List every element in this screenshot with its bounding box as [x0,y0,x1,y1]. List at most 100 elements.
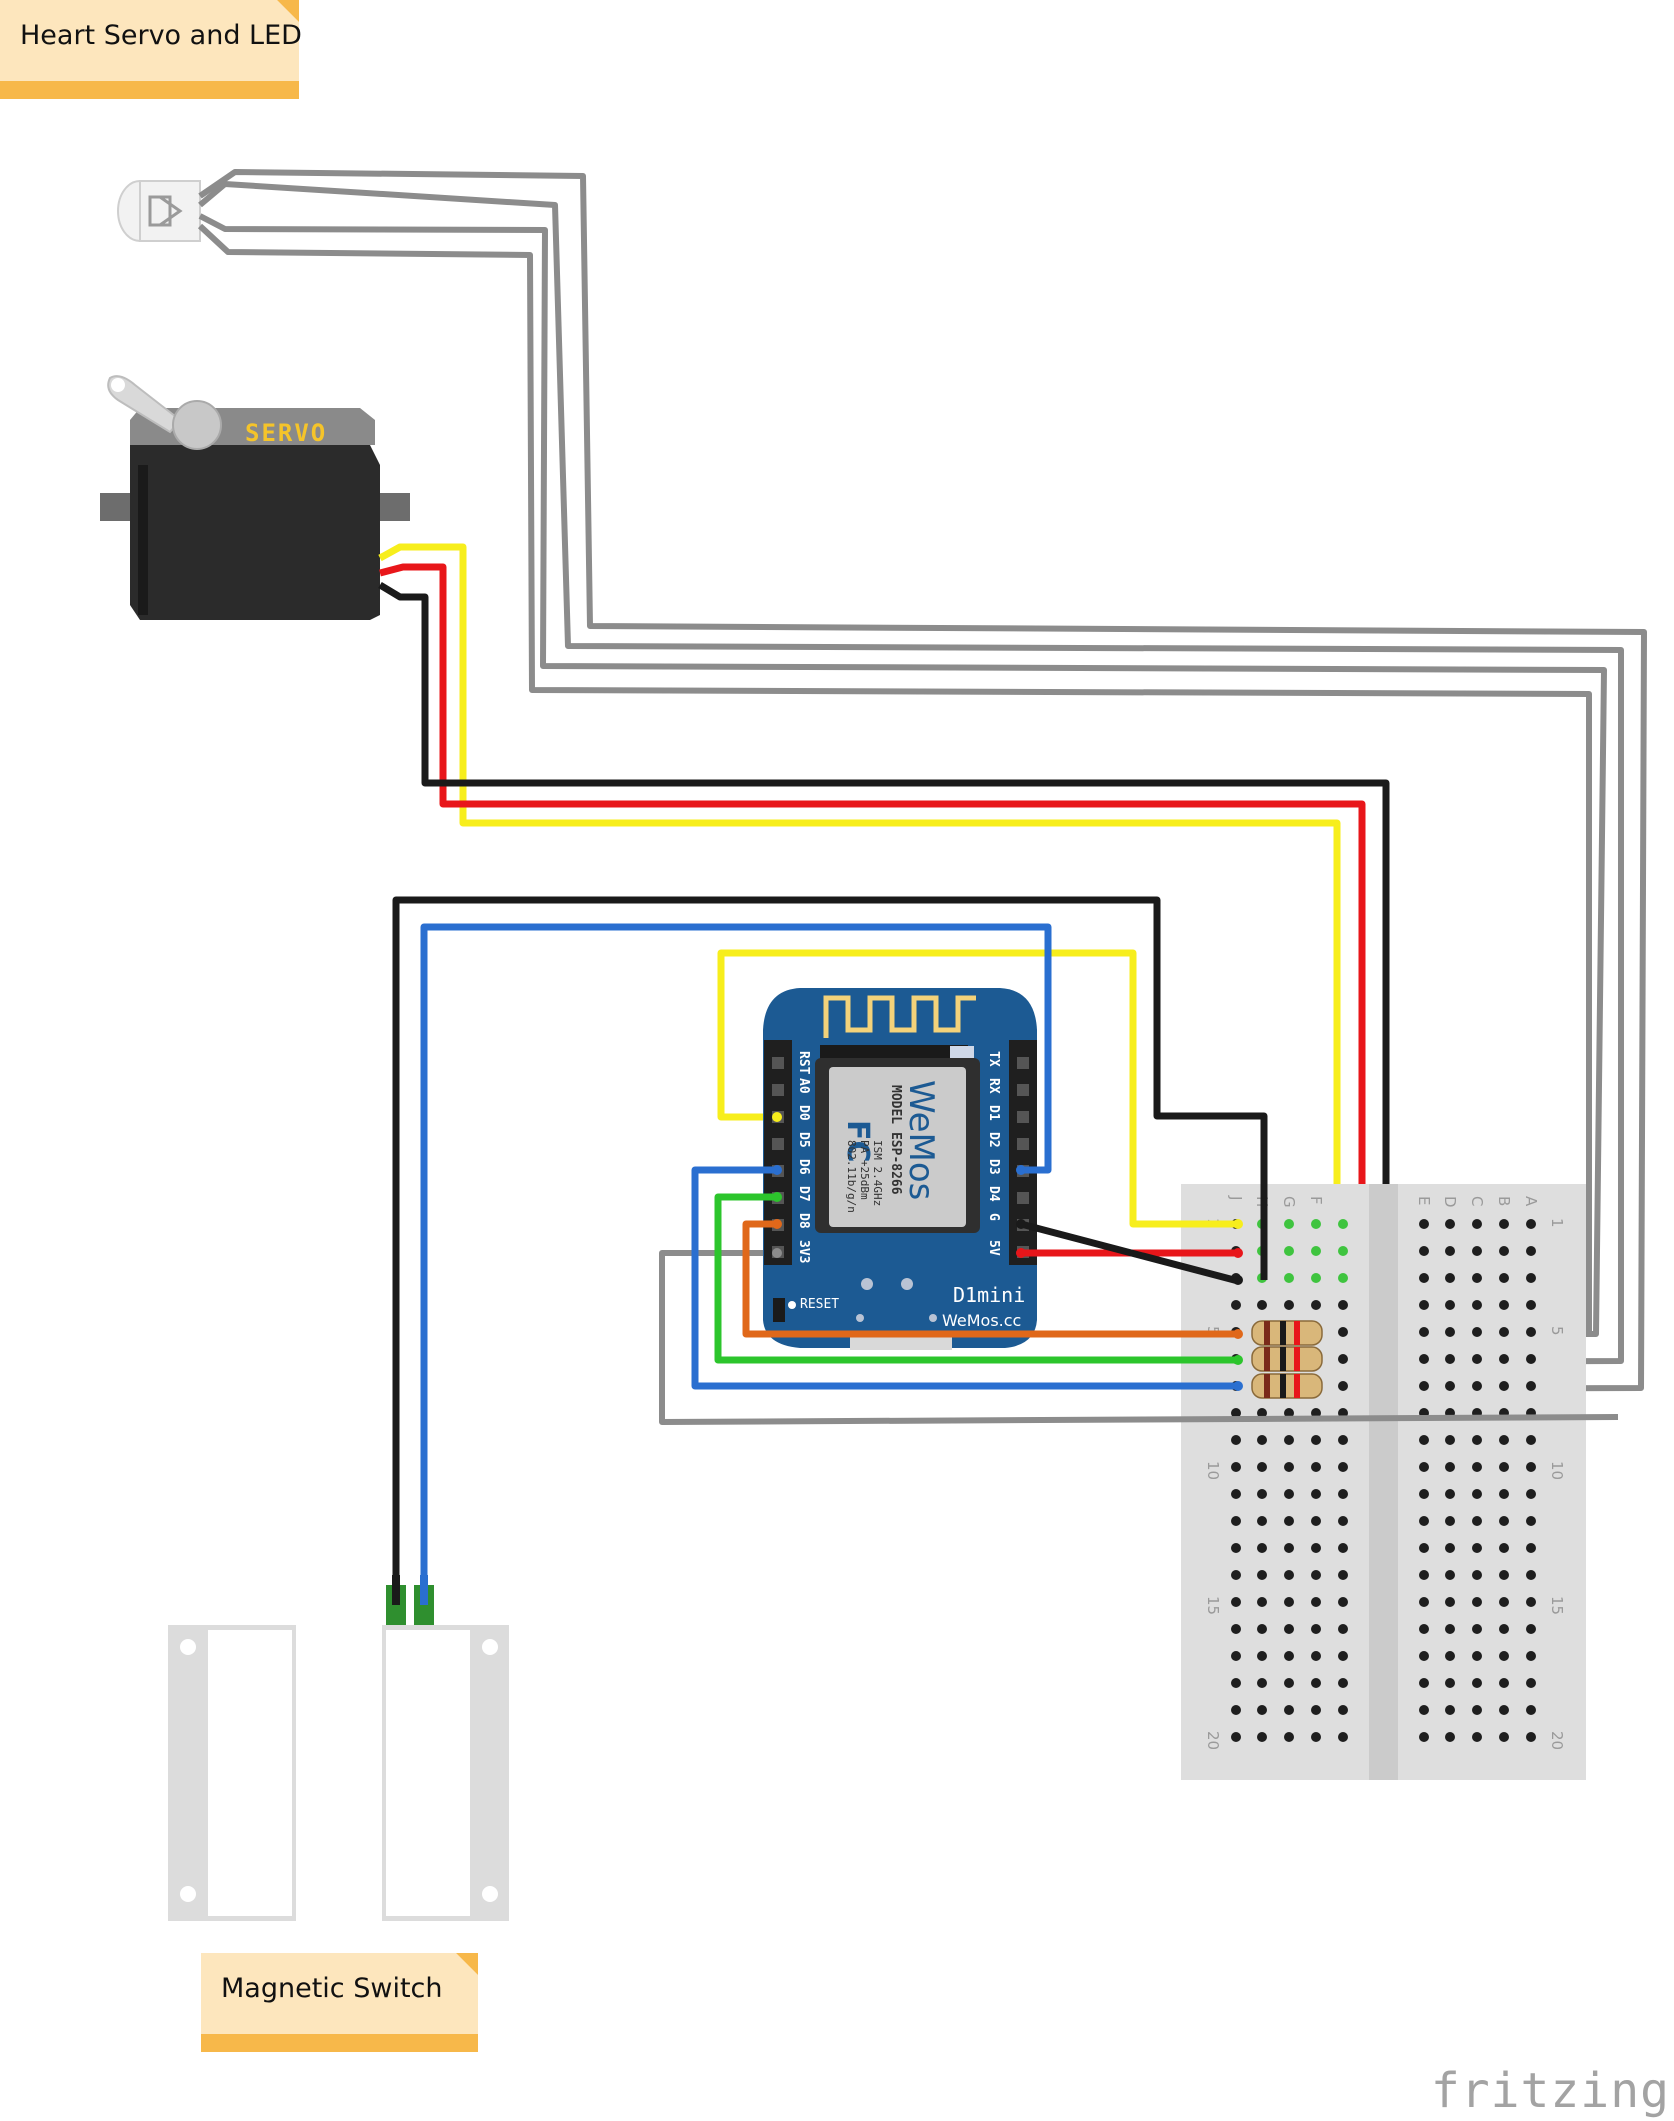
breadboard-hole [1284,1273,1294,1283]
breadboard-hole [1526,1705,1536,1715]
right-pin-label: D3 [986,1159,1001,1175]
breadboard-column-label: A [1522,1196,1540,1207]
breadboard-hole [1445,1570,1455,1580]
breadboard-hole [1311,1651,1321,1661]
breadboard-hole [1257,1624,1267,1634]
breadboard-hole [1472,1273,1482,1283]
breadboard-hole [1231,1435,1241,1445]
breadboard-hole [1472,1624,1482,1634]
breadboard-hole [1445,1705,1455,1715]
breadboard-hole [1311,1624,1321,1634]
breadboard-hole [1499,1435,1509,1445]
breadboard-hole [1526,1489,1536,1499]
breadboard-hole [1472,1246,1482,1256]
breadboard-hole [1311,1570,1321,1580]
breadboard-hole [1338,1489,1348,1499]
breadboard-hole [1419,1381,1429,1391]
breadboard-row-label: 20 [1204,1731,1222,1750]
breadboard-hole [1284,1219,1294,1229]
breadboard-column-label: G [1280,1196,1298,1208]
breadboard-hole [1499,1327,1509,1337]
breadboard-hole [1526,1678,1536,1688]
breadboard-hole [1311,1678,1321,1688]
breadboard-hole [1472,1354,1482,1364]
breadboard-column-label: D [1441,1196,1459,1208]
note-bar [0,81,299,99]
breadboard-hole [1472,1732,1482,1742]
breadboard-hole [1526,1624,1536,1634]
left-pin-label: RST [796,1051,811,1075]
breadboard-hole [1419,1705,1429,1715]
breadboard-column-label: C [1468,1196,1486,1206]
model-line-1: MODEL ESP-8266 [888,1085,903,1195]
breadboard-hole [1526,1732,1536,1742]
breadboard-hole [1526,1597,1536,1607]
breadboard-hole [1499,1462,1509,1472]
left-pin-label: D6 [796,1159,811,1175]
wemos-brand: WeMos [901,1080,941,1200]
breadboard-hole [1257,1408,1267,1418]
d1mini-label: D1mini [953,1283,1025,1307]
header-pin [1017,1138,1029,1150]
right-pin-label: G [986,1213,1001,1221]
breadboard-hole [1257,1678,1267,1688]
breadboard-hole [1419,1273,1429,1283]
breadboard-hole [1419,1219,1429,1229]
right-pin-label: RX [986,1078,1001,1094]
breadboard-hole [1419,1327,1429,1337]
breadboard-hole [1311,1705,1321,1715]
breadboard-hole [1231,1651,1241,1661]
breadboard-hole [1257,1435,1267,1445]
breadboard-hole [1338,1435,1348,1445]
fc-mark: FC [840,1120,875,1163]
breadboard-hole [1311,1219,1321,1229]
breadboard-hole [1231,1516,1241,1526]
wire-end-markers [772,1112,1243,1391]
breadboard-hole [1499,1651,1509,1661]
breadboard-hole [1338,1327,1348,1337]
breadboard-hole [1526,1516,1536,1526]
note-corner-shade [456,1953,478,1975]
breadboard-hole [1231,1597,1241,1607]
note-corner-shade [277,0,299,22]
breadboard-hole [1284,1408,1294,1418]
breadboard-row-label: 1 [1548,1218,1566,1228]
breadboard-hole [1472,1435,1482,1445]
rgb-led [117,180,201,242]
breadboard-column-label: E [1415,1196,1433,1205]
magnetic-switch [168,1575,509,1921]
breadboard-hole [1472,1570,1482,1580]
wemos-site: WeMos.cc [942,1311,1021,1330]
breadboard-hole [1472,1327,1482,1337]
breadboard-hole [1419,1678,1429,1688]
resistor-2 [1251,1346,1323,1372]
breadboard-hole [1445,1219,1455,1229]
breadboard-hole [1445,1246,1455,1256]
breadboard-hole [1257,1462,1267,1472]
breadboard-row-label: 15 [1548,1596,1566,1615]
breadboard-hole [1472,1462,1482,1472]
right-pin-label: D1 [986,1105,1001,1121]
breadboard-hole [1338,1300,1348,1310]
breadboard-hole [1472,1381,1482,1391]
left-pin-label: D7 [796,1186,811,1202]
right-pin-label: D2 [986,1132,1001,1148]
resistors [1251,1320,1323,1399]
breadboard-hole [1257,1570,1267,1580]
header-pin [1017,1192,1029,1204]
breadboard-hole [1419,1651,1429,1661]
breadboard-hole [1419,1543,1429,1553]
breadboard-hole [1419,1489,1429,1499]
breadboard-hole [1472,1597,1482,1607]
servo-label: SERVO [245,419,327,447]
breadboard-hole [1526,1570,1536,1580]
breadboard-hole [1445,1327,1455,1337]
breadboard-hole [1499,1516,1509,1526]
breadboard-hole [1419,1597,1429,1607]
header-pin [1017,1084,1029,1096]
breadboard-hole [1445,1732,1455,1742]
breadboard-hole [1526,1435,1536,1445]
